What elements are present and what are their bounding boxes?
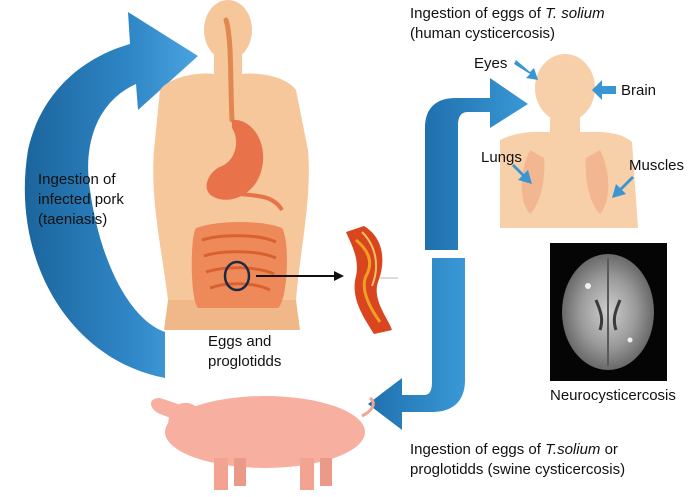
label-eyes: Eyes [474, 55, 508, 72]
pointer-arrow-eyes [514, 60, 538, 80]
swine-cysticercosis-subtitle: proglotidds (swine cysticercosis) [410, 461, 626, 478]
pointer-arrow-brain [592, 80, 616, 100]
pointer-arrow-muscles [612, 176, 634, 198]
label-eggs-line2: proglotidds [208, 353, 282, 370]
pig-illustration [150, 396, 375, 490]
cycle-arrow-cysticercosis [368, 78, 528, 430]
label-ingestion-pork-line2: infected pork [38, 191, 124, 208]
tapeworm-intestine-closeup [346, 226, 398, 334]
label-lungs: Lungs [481, 149, 522, 166]
label-eggs-line1: Eggs and [208, 333, 272, 350]
pointer-arrow-lungs [512, 164, 532, 184]
label-ingestion-pork-line1: Ingestion of [38, 171, 116, 188]
human-cysticercosis-subtitle: (human cysticercosis) [410, 25, 556, 42]
human-upper-body-illustration [500, 54, 638, 228]
human-torso-illustration [153, 0, 344, 330]
cycle-arrow-taeniasis [24, 12, 198, 378]
label-ingestion-pork-line3: (taeniasis) [38, 211, 108, 228]
brain-mri-scan [550, 243, 667, 381]
label-muscles: Muscles [629, 157, 685, 174]
human-cysticercosis-title: Ingestion of eggs of T. solium [410, 5, 605, 22]
swine-cysticercosis-title: Ingestion of eggs of T.solium or [410, 441, 618, 458]
label-brain: Brain [621, 82, 657, 99]
label-neurocysticercosis: Neurocysticercosis [550, 387, 676, 404]
